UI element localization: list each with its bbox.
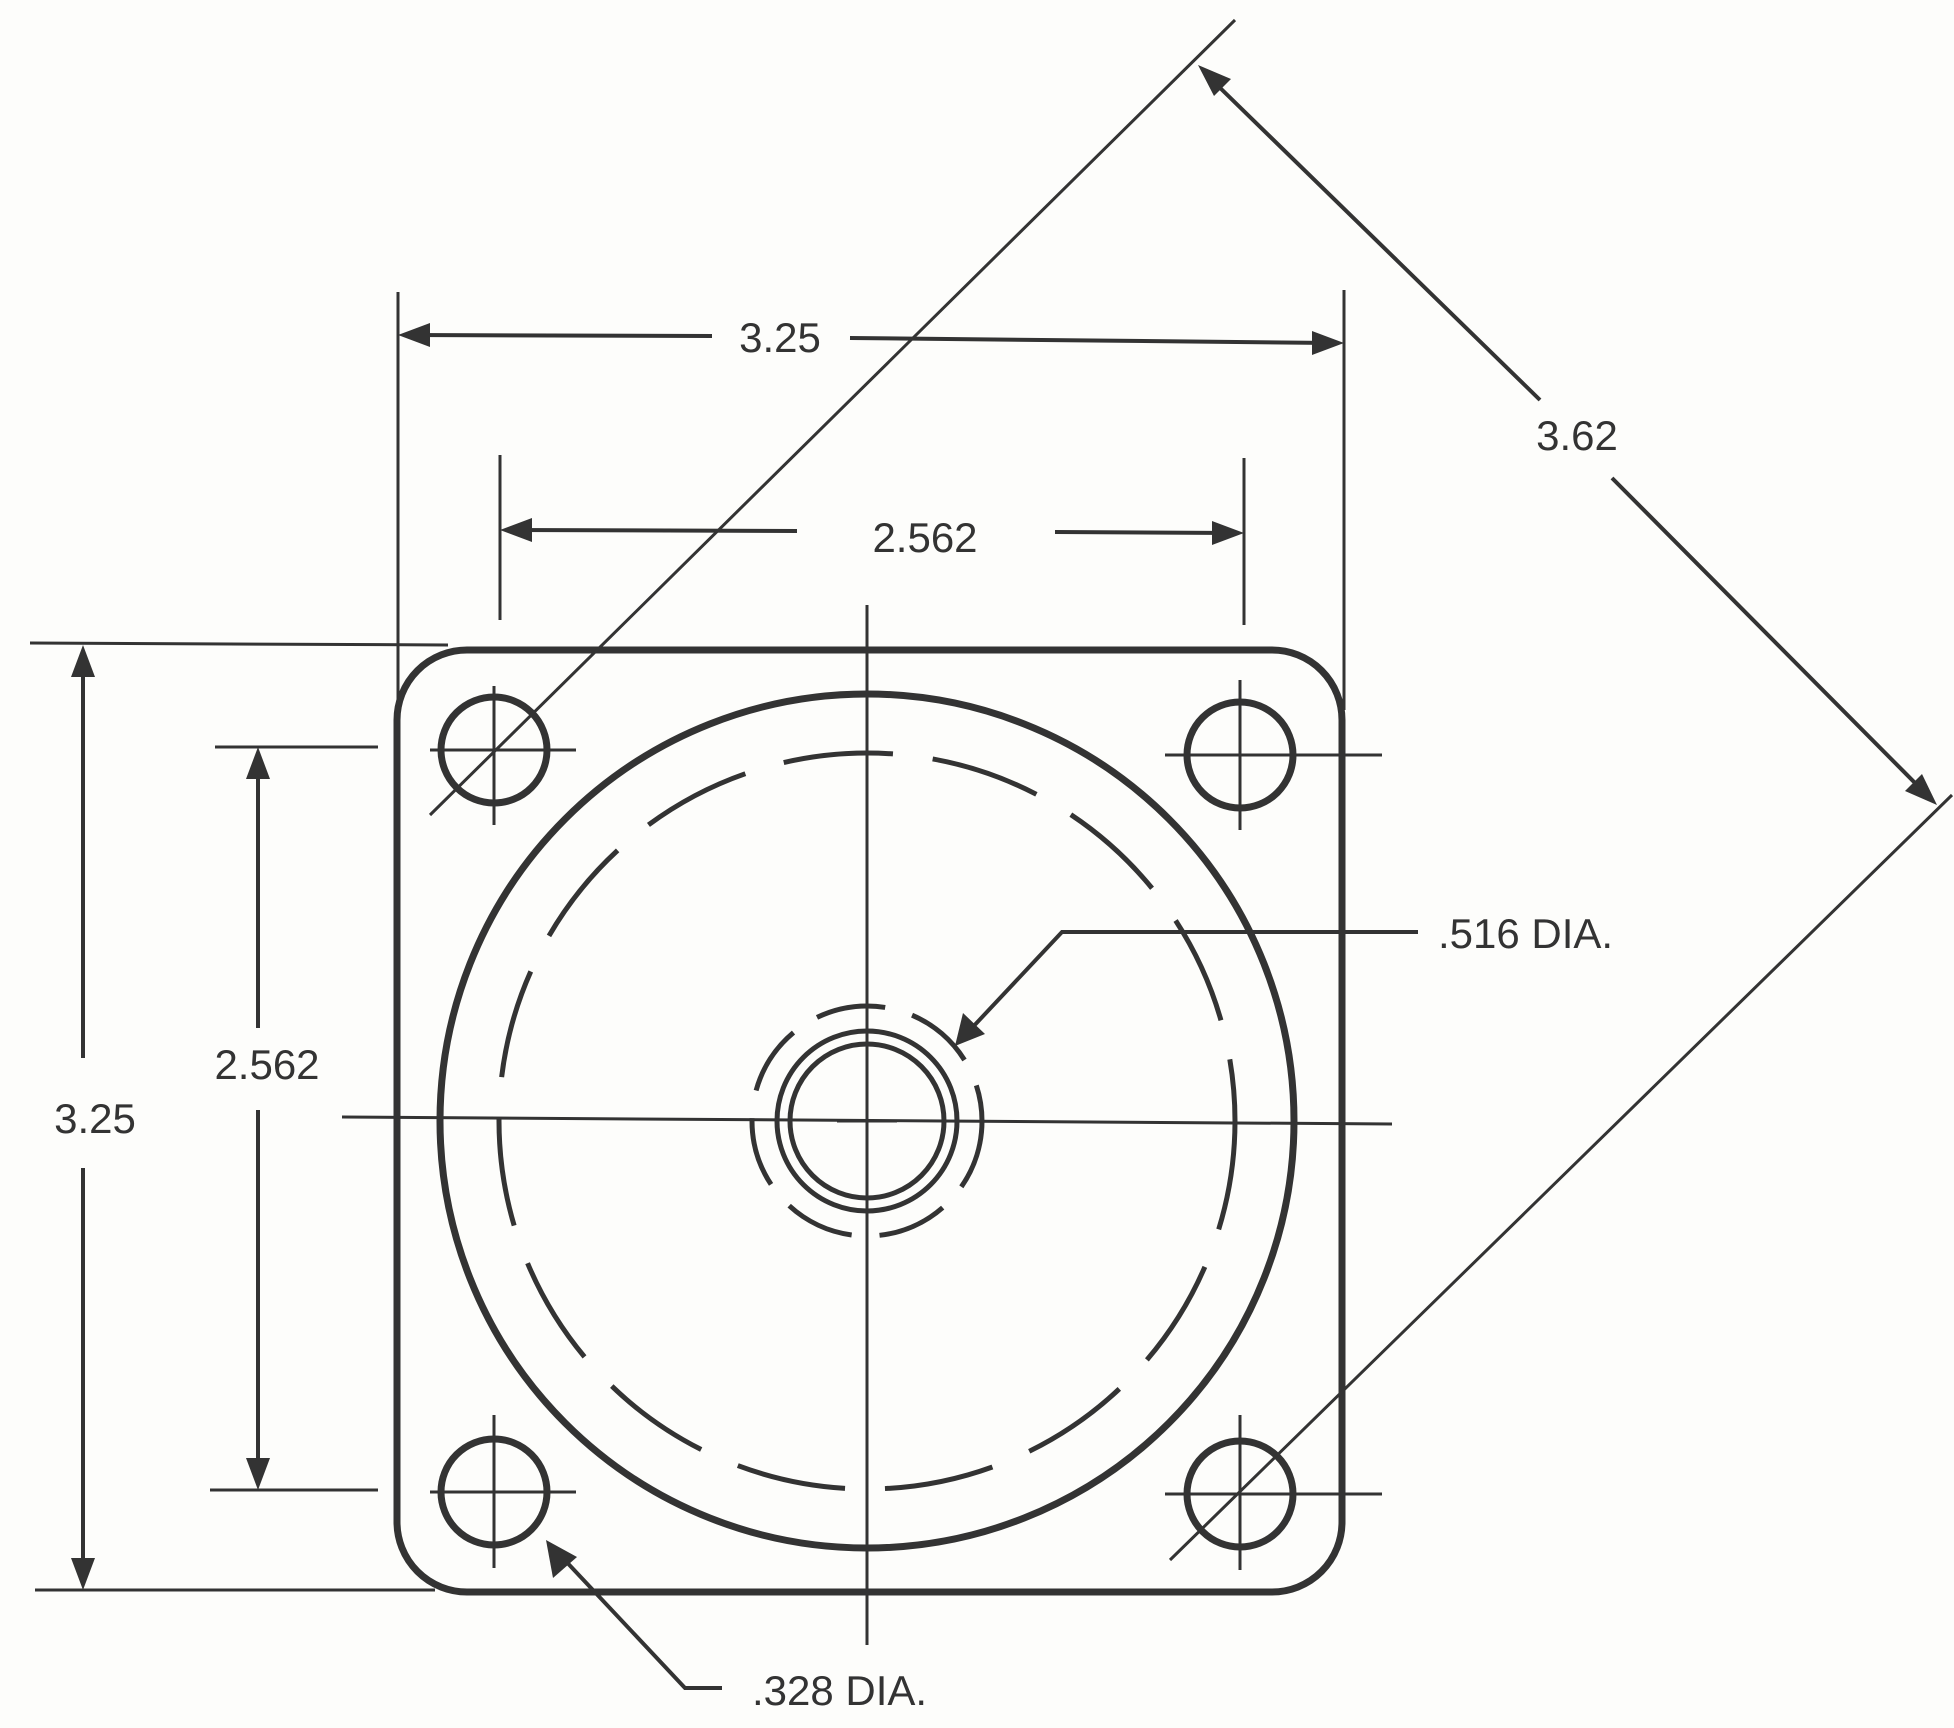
dimension-top-overall — [398, 323, 1344, 355]
dimension-diagonal — [1198, 65, 1937, 805]
label-top-bolt-spacing: 2.562 — [872, 514, 977, 561]
dimension-left-bolt-spacing — [246, 747, 270, 1490]
label-hole-dia: .328 DIA. — [752, 1667, 927, 1714]
label-left-overall: 3.25 — [54, 1095, 136, 1142]
mounting-hole-bottom-right — [1165, 1415, 1382, 1570]
leader-shaft-dia — [955, 930, 1418, 1046]
label-left-bolt-spacing: 2.562 — [214, 1041, 319, 1088]
extension-lines — [29, 18, 1954, 1592]
dimension-left-overall — [71, 645, 95, 1590]
dimension-top-bolt-spacing — [500, 518, 1244, 545]
label-shaft-dia: .516 DIA. — [1438, 910, 1613, 957]
label-top-overall: 3.25 — [739, 314, 821, 361]
flange-outline — [393, 646, 1346, 1596]
leader-hole-dia — [546, 1540, 722, 1690]
label-diagonal: 3.62 — [1536, 412, 1618, 459]
mounting-hole-top-right — [1165, 680, 1382, 830]
mounting-hole-bottom-left — [430, 1415, 576, 1568]
mounting-hole-top-left — [430, 686, 576, 825]
